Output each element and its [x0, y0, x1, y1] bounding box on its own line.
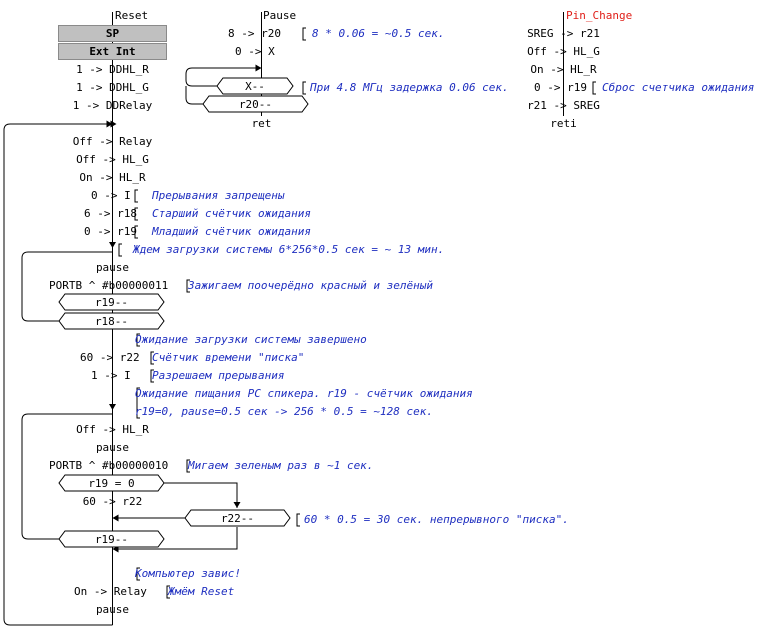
- reset-stmt-hl-r-off: Off -> HL_R: [76, 423, 149, 436]
- r20-dec-shape: [202, 95, 309, 113]
- reset-stmt-relay-off: Off -> Relay: [72, 135, 153, 148]
- comment-interrupts-disabled: Прерывания запрещены: [152, 189, 285, 202]
- reset-pause-1: pause: [95, 261, 130, 274]
- pause-label: Pause: [263, 9, 297, 22]
- reset-stmt-relay-on: On -> Relay: [74, 585, 147, 598]
- comment-r22-dec: 60 * 0.5 = 30 сек. непрерывного "писка".: [304, 513, 569, 526]
- reset-label: Reset: [115, 9, 149, 22]
- reset-stmt-hl-g-off: Off -> HL_G: [76, 153, 149, 166]
- comment-interrupts-enabled: Разрешаем прерывания: [152, 369, 285, 382]
- pin-stmt-restore-sreg: r21 -> SREG: [527, 99, 600, 112]
- comment-wait-speaker-2: r19=0, pause=0.5 сек -> 256 * 0.5 = ~128…: [135, 405, 434, 418]
- r19-dec-label: r19--: [94, 296, 129, 309]
- reset-stmt-ddhl-r: 1 -> DDHL_R: [76, 63, 149, 76]
- reset-stmt-r19: 0 -> r19: [84, 225, 137, 238]
- comment-hang: Компьютер завис!: [135, 567, 241, 580]
- reset-stmt-r22: 60 -> r22: [80, 351, 140, 364]
- comment-pause-r20: 8 * 0.06 = ~0.5 сек.: [312, 27, 445, 40]
- reset-stmt-hl-r-on: On -> HL_R: [79, 171, 146, 184]
- comment-r22: Счётчик времени "писка": [152, 351, 305, 364]
- x-dec-label: X--: [245, 80, 265, 93]
- pause-stmt-r20: 8 -> r20: [228, 27, 281, 40]
- pin-stmt-hl-g: Off -> HL_G: [527, 45, 600, 58]
- r22-dec-label: r22--: [220, 512, 255, 525]
- reset-stmt-i-off: 0 -> I: [91, 189, 131, 202]
- comment-r18: Старший счётчик ожидания: [152, 207, 311, 220]
- r19-cond-shape: [58, 474, 165, 492]
- pause-ret: ret: [251, 117, 272, 130]
- r19b-dec-label: r19--: [94, 533, 129, 546]
- comment-wait-speaker-1: Ожидание пищания PC спикера. r19 - счётч…: [135, 387, 473, 400]
- pin-change-label: Pin_Change: [566, 9, 633, 22]
- pin-stmt-hl-r: On -> HL_R: [530, 63, 597, 76]
- reset-stmt-r18: 6 -> r18: [84, 207, 137, 220]
- reset-pause-3: pause: [95, 603, 130, 616]
- reset-stmt-portb-2: PORTB ^ #b00000010: [49, 459, 169, 472]
- r19-cond-label: r19 = 0: [88, 477, 135, 490]
- r22-dec-shape: [184, 509, 291, 527]
- r18-dec-label: r18--: [94, 315, 129, 328]
- comment-portb-1: Зажигаем поочерёдно красный и зелёный: [188, 279, 434, 292]
- r19b-dec-shape: [58, 530, 165, 548]
- reset-stmt-ddhl-g: 1 -> DDHL_G: [76, 81, 149, 94]
- comment-portb-2: Мигаем зеленым раз в ~1 сек.: [188, 459, 374, 472]
- x-dec-shape: [216, 77, 294, 95]
- reset-stmt-portb-1: PORTB ^ #b00000011: [49, 279, 169, 292]
- comment-press-reset: Жмём Reset: [168, 585, 235, 598]
- r19-dec-shape: [58, 293, 165, 311]
- pin-reti: reti: [550, 117, 577, 130]
- reset-pause-2: pause: [95, 441, 130, 454]
- r18-dec-shape: [58, 312, 165, 330]
- comment-pin-r19: Сброс счетчика ожидания: [602, 81, 755, 94]
- reset-stmt-i-on: 1 -> I: [91, 369, 131, 382]
- comment-boot-wait: Ждем загрузки системы 6*256*0.5 сек = ~ …: [133, 243, 445, 256]
- comment-r19: Младший счётчик ожидания: [152, 225, 311, 238]
- sp-box: SP: [58, 25, 167, 42]
- pause-stmt-x: 0 -> X: [235, 45, 275, 58]
- comment-pause-delay: При 4.8 МГц задержка 0.06 сек.: [310, 81, 509, 94]
- r20-dec-label: r20--: [238, 98, 273, 111]
- ext-int-box: Ext Int: [58, 43, 167, 60]
- pin-stmt-r19: 0 -> r19: [534, 81, 587, 94]
- pin-stmt-sreg: SREG -> r21: [527, 27, 600, 40]
- reset-stmt-r22b: 60 -> r22: [82, 495, 143, 508]
- comment-boot-done: Ожидание загрузки системы завершено: [135, 333, 367, 346]
- reset-stmt-ddrelay: 1 -> DDRelay: [72, 99, 153, 112]
